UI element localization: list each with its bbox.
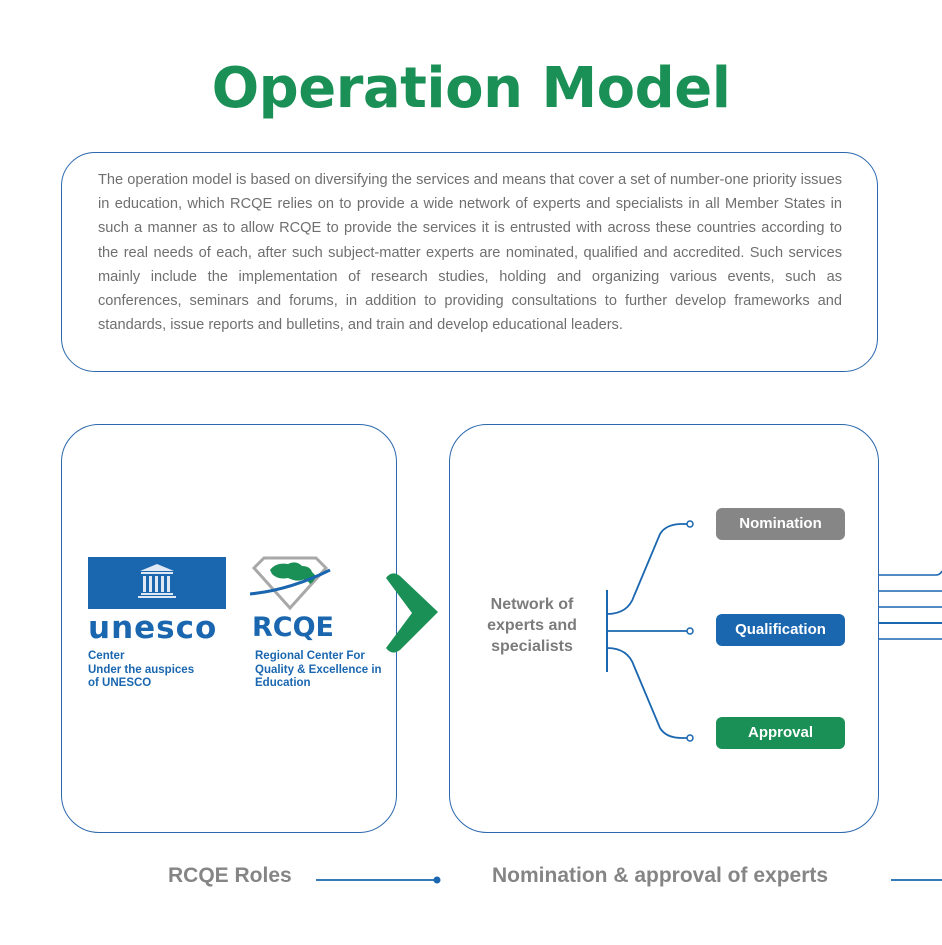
unesco-caption: Center Under the auspices of UNESCO xyxy=(88,650,194,691)
unesco-caption-line: of UNESCO xyxy=(88,677,152,689)
page-title: Operation Model xyxy=(211,56,731,121)
footer-label-nomination: Nomination & approval of experts xyxy=(492,864,829,887)
network-label-line: Network of xyxy=(490,596,574,613)
rcqe-caption-line: Regional Center For xyxy=(255,650,365,662)
step-nomination: Nomination xyxy=(716,508,845,540)
intro-box xyxy=(61,152,878,372)
footer-label-rcqe-roles: RCQE Roles xyxy=(168,864,292,887)
unesco-wordmark: unesco xyxy=(88,610,218,646)
footer-connector-dot xyxy=(433,876,441,884)
intro-paragraph: The operation model is based on diversif… xyxy=(98,172,842,334)
node-dot xyxy=(686,627,694,635)
rcqe-roles-panel xyxy=(61,424,397,833)
unesco-caption-line: Under the auspices xyxy=(88,663,195,676)
unesco-logo xyxy=(88,557,226,609)
unesco-caption-line: Center xyxy=(88,650,125,662)
rcqe-caption: Regional Center For Quality & Excellence… xyxy=(255,650,382,691)
node-dot xyxy=(686,734,694,742)
rcqe-wordmark: RCQE xyxy=(252,612,335,643)
rcqe-caption-line: Quality & Excellence in xyxy=(255,663,382,676)
rcqe-diamond-icon xyxy=(249,556,331,611)
step-approval: Approval xyxy=(716,717,845,749)
node-dot xyxy=(686,520,694,528)
branch-approval xyxy=(606,647,687,739)
rcqe-caption-line: Education xyxy=(255,677,311,689)
step-qualification: Qualification xyxy=(716,614,845,646)
branch-nomination xyxy=(606,523,687,615)
network-label-line: experts and xyxy=(487,617,577,634)
chevron-right-icon xyxy=(386,573,438,653)
unesco-temple-icon xyxy=(138,564,176,598)
network-label: Network of experts and specialists xyxy=(478,594,586,657)
next-panel-connectors xyxy=(879,570,942,640)
network-label-line: specialists xyxy=(491,638,573,655)
